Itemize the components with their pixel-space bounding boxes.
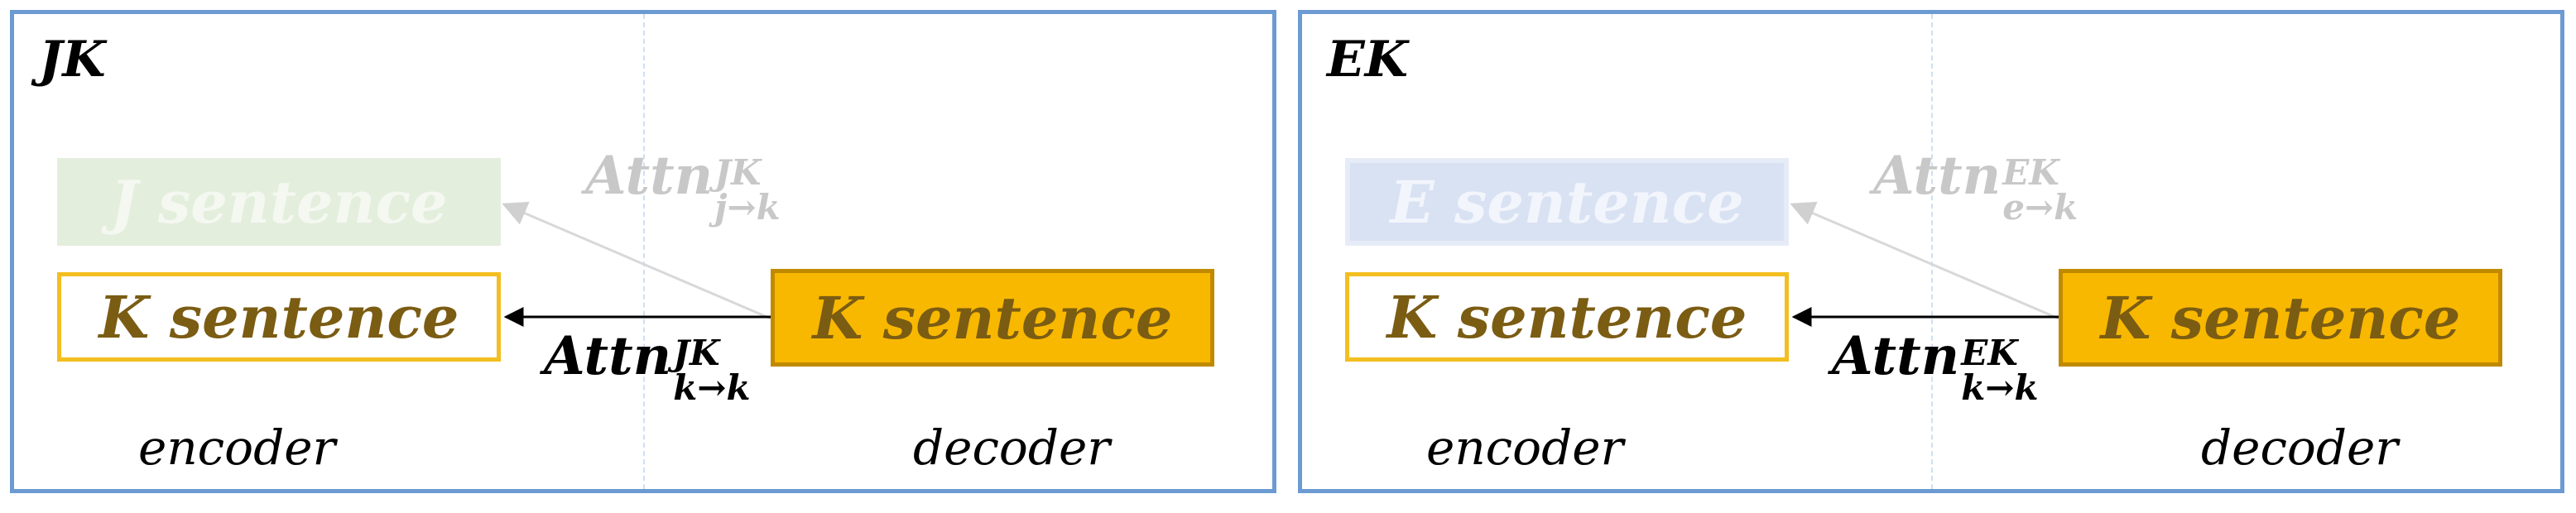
jk-panel: JK J sentence K sentence K sentence Attn… (10, 10, 1276, 493)
encoder-k-sentence-box: K sentence (1345, 272, 1789, 362)
faded-attention-arrow (502, 201, 771, 320)
attention-arrows (502, 201, 771, 327)
ek-panel: EK E sentence K sentence K sentence Attn… (1298, 10, 2564, 493)
panel-label: JK (39, 31, 106, 89)
faded-attention-arrow (1790, 201, 2059, 320)
decoder-k-sentence-box: K sentence (2059, 269, 2502, 367)
panel-label: EK (1327, 31, 1408, 89)
decoder-label: decoder (913, 420, 1111, 476)
decoder-k-sentence-box: K sentence (771, 269, 1214, 367)
panel-divider (1931, 14, 1933, 489)
attention-arrows (1790, 201, 2059, 327)
encoder-label: encoder (138, 420, 336, 476)
j-sentence-box: J sentence (57, 158, 501, 246)
decoder-label: decoder (2201, 420, 2399, 476)
encoder-k-sentence-box: K sentence (57, 272, 501, 362)
panel-divider (643, 14, 645, 489)
encoder-label: encoder (1426, 420, 1624, 476)
e-sentence-box: E sentence (1345, 158, 1789, 246)
